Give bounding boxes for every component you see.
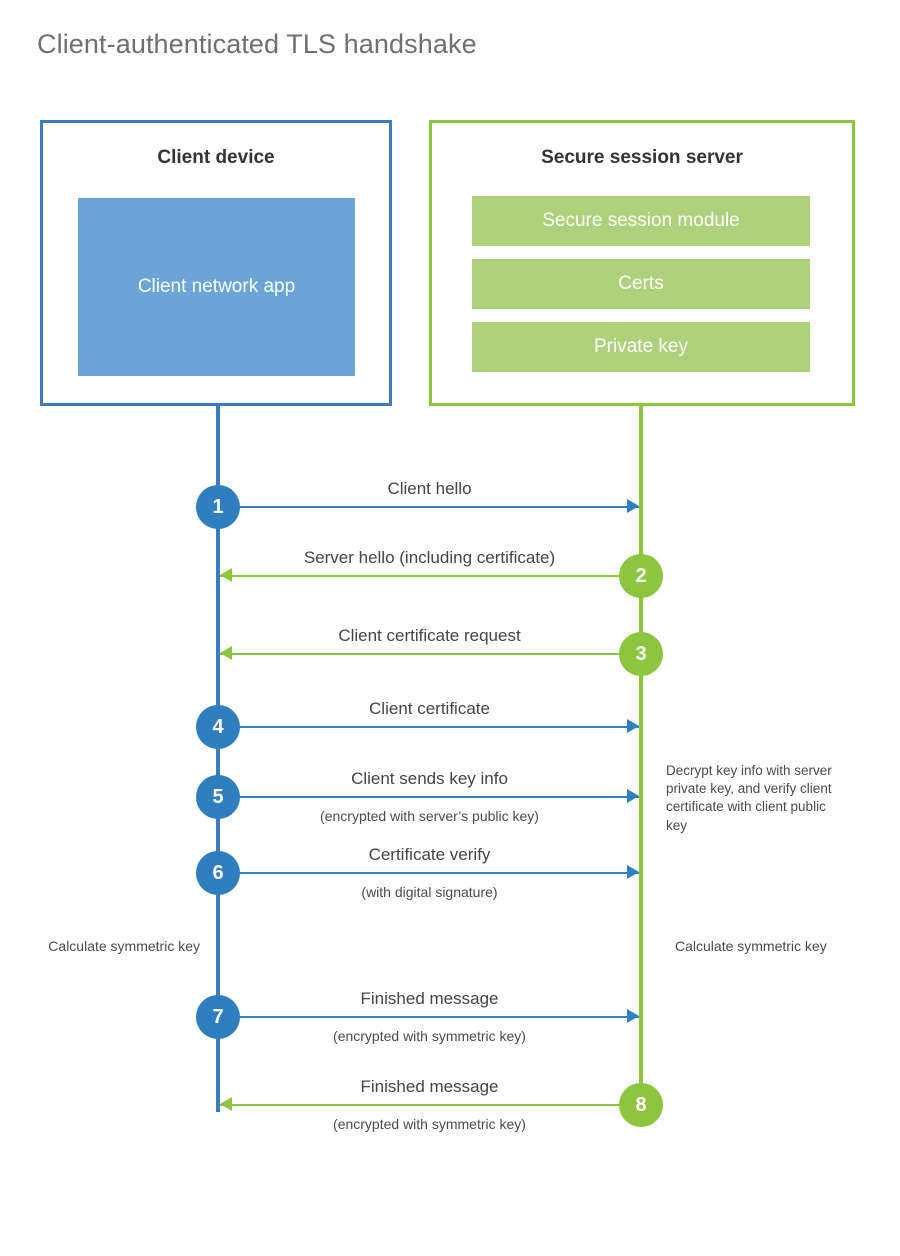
message-label-5: Client sends key info bbox=[351, 769, 508, 788]
server-lifeline bbox=[639, 406, 643, 1106]
server-block-certs: Certs bbox=[472, 259, 810, 309]
arrow-head-4 bbox=[627, 719, 639, 733]
message-line-5 bbox=[220, 796, 639, 798]
page-title: Client-authenticated TLS handshake bbox=[37, 29, 477, 59]
arrow-head-5 bbox=[627, 789, 639, 803]
message-label-6: Certificate verify bbox=[368, 845, 491, 864]
annotation-client-calculate-symmetric-key: Calculate symmetric key bbox=[48, 938, 200, 954]
message-label-1: Client hello bbox=[387, 479, 472, 498]
arrow-head-6 bbox=[627, 865, 639, 879]
message-line-8 bbox=[220, 1104, 639, 1106]
message-sublabel-6: (with digital signature) bbox=[361, 884, 498, 900]
secure-session-server-title: Secure session server bbox=[541, 147, 743, 168]
annotation-server-calculate-symmetric-key: Calculate symmetric key bbox=[675, 938, 827, 954]
message-line-1 bbox=[220, 506, 639, 508]
message-line-3 bbox=[220, 653, 639, 655]
message-label-7: Finished message bbox=[360, 989, 499, 1008]
arrow-head-3 bbox=[220, 646, 232, 660]
arrow-head-8 bbox=[220, 1097, 232, 1111]
annotation-server-decrypt: Decrypt key info with server private key… bbox=[666, 763, 832, 833]
message-label-8: Finished message bbox=[360, 1077, 499, 1096]
client-lifeline bbox=[216, 406, 220, 1112]
secure-session-server-box: Secure session server Secure session mod… bbox=[429, 120, 855, 406]
step-circle-4[interactable]: 4 bbox=[196, 705, 240, 749]
arrow-head-7 bbox=[627, 1009, 639, 1023]
message-line-6 bbox=[220, 872, 639, 874]
client-device-title: Client device bbox=[157, 147, 275, 168]
message-line-4 bbox=[220, 726, 639, 728]
message-sublabel-8: (encrypted with symmetric key) bbox=[333, 1116, 526, 1132]
message-line-7 bbox=[220, 1016, 639, 1018]
step-circle-5[interactable]: 5 bbox=[196, 775, 240, 819]
server-block-secure-session-module: Secure session module bbox=[472, 196, 810, 246]
message-label-4: Client certificate bbox=[369, 699, 490, 718]
client-device-box: Client device Client network app bbox=[40, 120, 392, 406]
step-circle-7[interactable]: 7 bbox=[196, 995, 240, 1039]
message-sublabel-7: (encrypted with symmetric key) bbox=[333, 1028, 526, 1044]
message-line-2 bbox=[220, 575, 639, 577]
arrow-head-2 bbox=[220, 568, 232, 582]
message-label-2: Server hello (including certificate) bbox=[303, 548, 556, 567]
message-label-3: Client certificate request bbox=[338, 626, 521, 645]
step-circle-1[interactable]: 1 bbox=[196, 485, 240, 529]
message-sublabel-5: (encrypted with server’s public key) bbox=[320, 808, 539, 824]
step-circle-8[interactable]: 8 bbox=[619, 1083, 663, 1127]
arrow-head-1 bbox=[627, 499, 639, 513]
step-circle-3[interactable]: 3 bbox=[619, 632, 663, 676]
server-block-private-key: Private key bbox=[472, 322, 810, 372]
step-circle-2[interactable]: 2 bbox=[619, 554, 663, 598]
client-network-app-block: Client network app bbox=[78, 198, 355, 376]
step-circle-6[interactable]: 6 bbox=[196, 851, 240, 895]
